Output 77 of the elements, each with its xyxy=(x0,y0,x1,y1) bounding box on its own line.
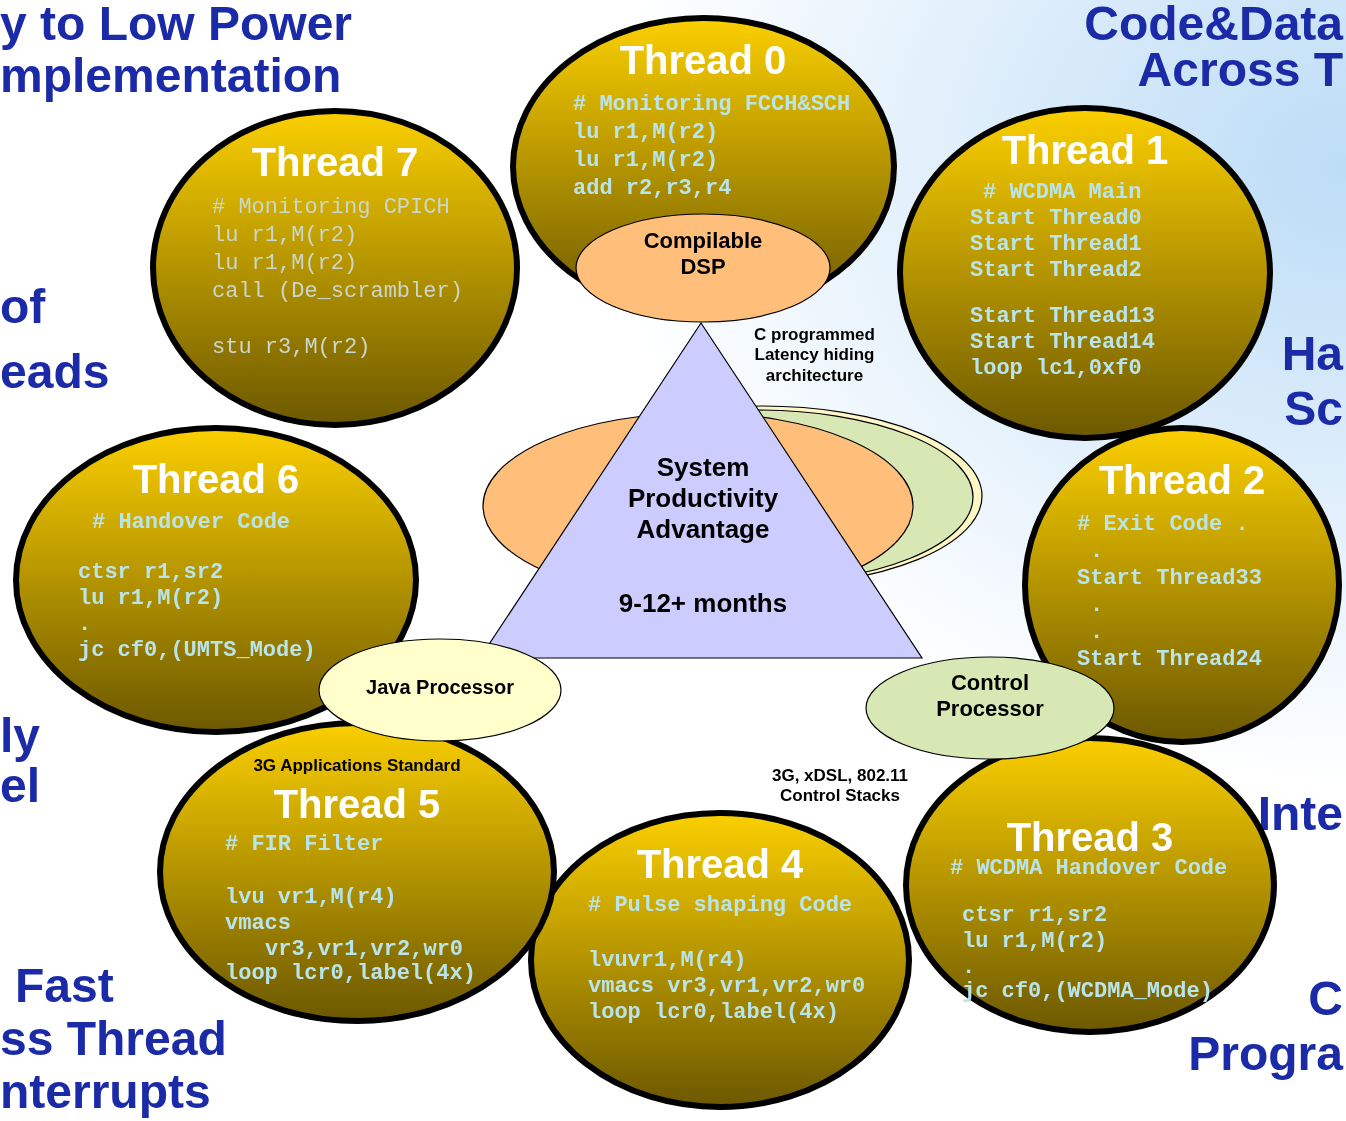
code-line: . xyxy=(1090,539,1104,564)
code-line: . xyxy=(78,612,92,637)
headline-text: C xyxy=(1308,975,1343,1023)
headline-text: mplementation xyxy=(0,52,342,100)
code-line: vmacs xyxy=(225,911,291,936)
code-line: . xyxy=(962,955,976,980)
code-line: # WCDMA Main xyxy=(983,180,1142,205)
headline-text: Code&Data xyxy=(1084,0,1343,48)
code-line: Start Thread13 xyxy=(970,304,1155,329)
code-line: Start Thread2 xyxy=(970,258,1142,283)
code-line: lu r1,M(r2) xyxy=(573,120,719,145)
headline-text: Ha xyxy=(1281,330,1343,378)
annotation-text: 3G Applications Standard xyxy=(252,756,462,777)
code-line: vmacs vr3,vr1,vr2,wr0 xyxy=(588,974,866,999)
code-line: ctsr r1,sr2 xyxy=(78,560,224,585)
code-line: loop lc1,0xf0 xyxy=(970,356,1142,381)
code-line: lu r1,M(r2) xyxy=(78,586,224,611)
code-line: Start Thread1 xyxy=(970,232,1142,257)
headline-text: Sc xyxy=(1284,385,1343,433)
code-line: lu r1,M(r2) xyxy=(573,148,719,173)
code-line: jc cf0,(UMTS_Mode) xyxy=(78,638,316,663)
code-line: # Exit Code . xyxy=(1077,512,1249,537)
thread-title: Thread 1 xyxy=(1001,128,1169,173)
thread-title: Thread 4 xyxy=(636,842,804,887)
code-line: Start Thread33 xyxy=(1077,566,1262,591)
code-line: lu r1,M(r2) xyxy=(962,929,1108,954)
ellipse-label: Compilable DSP xyxy=(642,228,764,280)
annotation-text: C programmed Latency hiding architecture xyxy=(753,325,876,387)
ellipse-label: Java Processor xyxy=(365,676,515,699)
thread-title: Thread 6 xyxy=(132,457,300,502)
triangle-text: 9-12+ months xyxy=(617,588,789,619)
code-line: # Monitoring CPICH xyxy=(212,195,450,220)
thread-title: Thread 0 xyxy=(619,38,787,83)
code-line: Start Thread14 xyxy=(970,330,1155,355)
headline-text: of xyxy=(0,283,46,331)
code-line: ctsr r1,sr2 xyxy=(962,903,1108,928)
ellipse xyxy=(318,638,562,742)
headline-text: Inte xyxy=(1257,790,1343,838)
annotation-text: 3G, xDSL, 802.11 Control Stacks xyxy=(770,766,910,807)
code-line: lu r1,M(r2) xyxy=(212,251,358,276)
code-line: # Monitoring FCCH&SCH xyxy=(573,92,851,117)
thread-title: Thread 7 xyxy=(251,140,419,185)
code-line: loop lcr0,label(4x) xyxy=(225,961,476,986)
code-line: # FIR Filter xyxy=(225,832,384,857)
headline-text: el xyxy=(0,762,41,810)
headline-text: ss Thread xyxy=(0,1015,227,1063)
ellipse-label: Control Processor xyxy=(935,670,1045,722)
triangle-text: System Productivity Advantage xyxy=(626,452,780,545)
code-line: # Pulse shaping Code xyxy=(588,893,853,918)
thread-title: Thread 2 xyxy=(1098,458,1266,503)
code-line: # Handover Code xyxy=(92,510,291,535)
code-line: . xyxy=(1090,593,1104,618)
code-line: stu r3,M(r2) xyxy=(212,335,371,360)
code-line: loop lcr0,label(4x) xyxy=(588,1000,839,1025)
code-line: lu r1,M(r2) xyxy=(212,223,358,248)
code-line: . xyxy=(1090,620,1104,645)
code-line: Start Thread0 xyxy=(970,206,1142,231)
code-line: lvuvr1,M(r4) xyxy=(588,948,747,973)
thread-ellipse xyxy=(528,810,912,1110)
code-line: Start Thread24 xyxy=(1077,647,1262,672)
headline-text: y to Low Power xyxy=(0,0,353,48)
headline-text: nterrupts xyxy=(0,1068,211,1116)
code-line: # WCDMA Handover Code xyxy=(950,856,1228,881)
code-line: add r2,r3,r4 xyxy=(573,176,732,201)
thread-title: Thread 5 xyxy=(273,782,441,827)
code-line: jc cf0,(WCDMA_Mode) xyxy=(962,979,1213,1004)
headline-text: Fast xyxy=(15,962,114,1010)
thread-title: Thread 3 xyxy=(1006,815,1174,859)
thread-ellipse xyxy=(150,108,520,428)
code-line: lvu vr1,M(r4) xyxy=(225,885,397,910)
thread-ellipse xyxy=(897,105,1273,441)
headline-text: ly xyxy=(0,712,41,760)
code-line: call (De_scrambler) xyxy=(212,279,463,304)
code-line: vr3,vr1,vr2,wr0 xyxy=(265,937,464,962)
headline-text: eads xyxy=(0,348,110,396)
headline-text: Across T xyxy=(1137,46,1343,94)
headline-text: Progra xyxy=(1188,1030,1343,1078)
